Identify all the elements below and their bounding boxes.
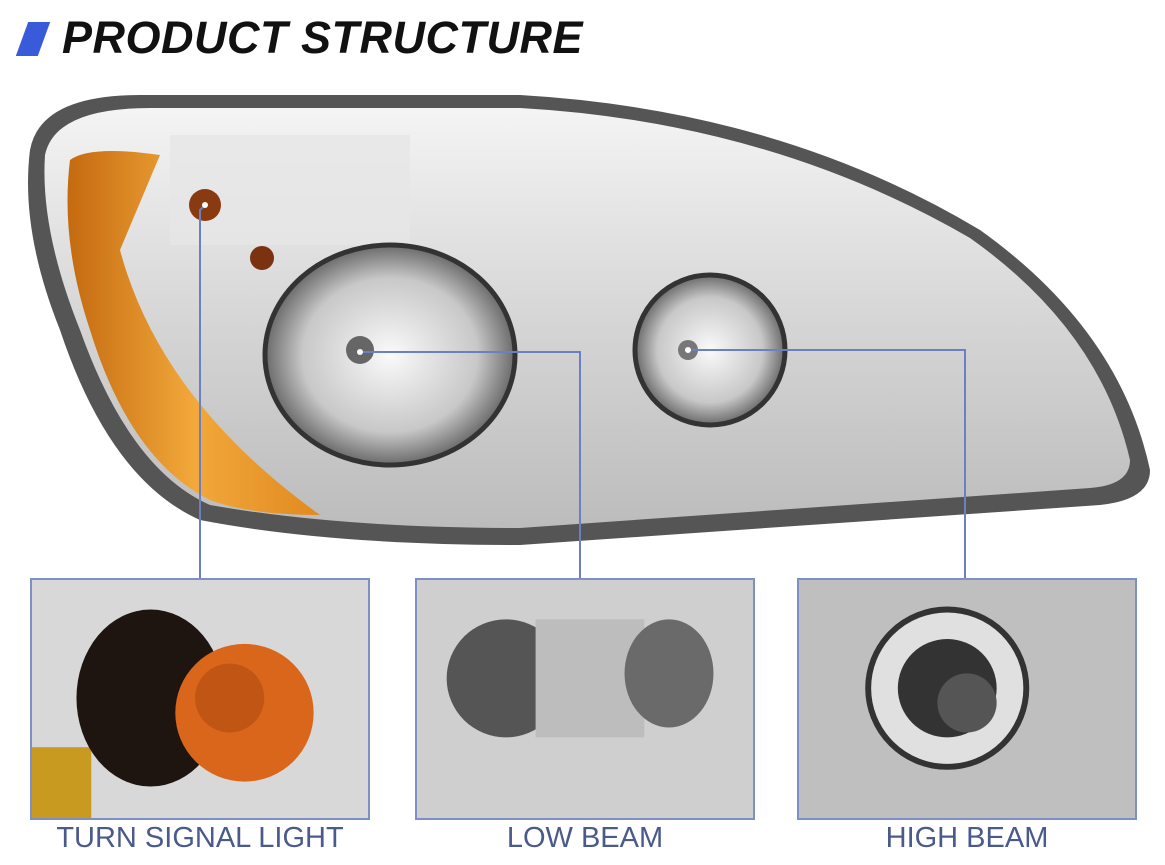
low-beam-label: LOW BEAM [506, 822, 664, 854]
turn-signal-detail-image [30, 578, 370, 820]
headlight-image [28, 95, 1150, 578]
amber-reflector [67, 151, 320, 515]
low-beam-detail-image [415, 578, 755, 820]
turn-signal-label: TURN SIGNAL LIGHT [56, 822, 344, 854]
page-title: PRODUCT STRUCTURE [62, 12, 583, 63]
low-beam-bowl [262, 242, 518, 468]
high-beam-label: HIGH BEAM [885, 822, 1049, 854]
high-beam-detail-image [797, 578, 1137, 820]
